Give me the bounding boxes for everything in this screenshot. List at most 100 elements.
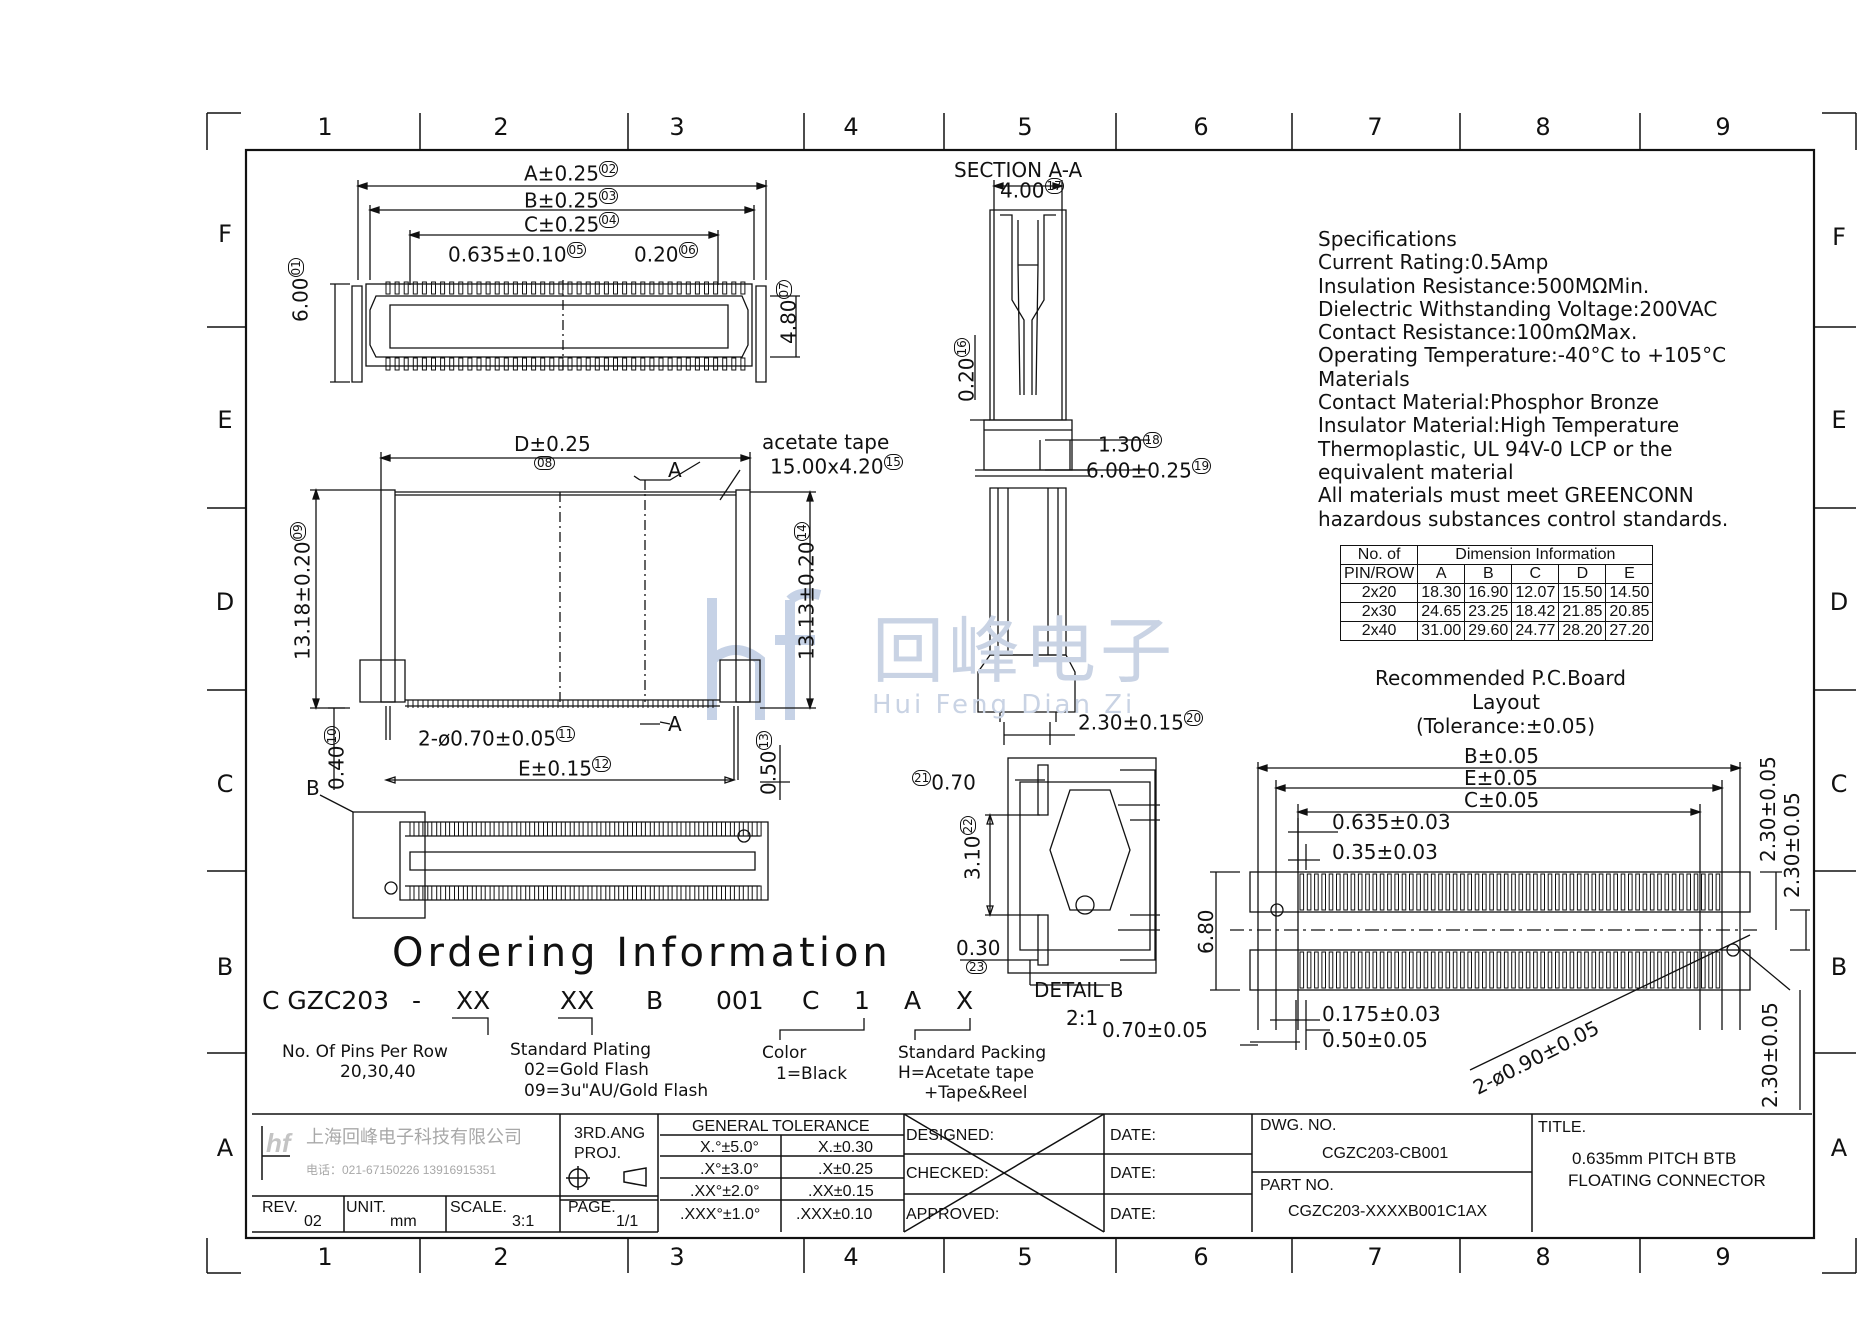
top-pin — [694, 357, 700, 371]
color-value: 1=Black — [776, 1064, 848, 1084]
grid-col-4-bottom: 4 — [843, 1243, 859, 1271]
iso-pin — [756, 821, 762, 837]
top-pin — [394, 281, 400, 295]
iso-pin — [587, 885, 593, 901]
iso-pin — [551, 885, 557, 901]
iso-pin — [462, 821, 468, 837]
top-pin — [440, 357, 446, 371]
pcb-pad — [1365, 951, 1370, 989]
pcb-pad — [1409, 951, 1414, 989]
pcb-pad — [1416, 951, 1421, 989]
dim-tail: 0.5013 — [756, 731, 781, 795]
iso-pin — [507, 885, 513, 901]
pcb-pad — [1467, 873, 1473, 911]
pcb-pad — [1657, 951, 1662, 989]
grid-col-9: 9 — [1715, 113, 1731, 141]
top-pin — [485, 357, 491, 371]
top-pin — [385, 357, 391, 371]
iso-pin — [694, 885, 700, 901]
table-cell: 29.60 — [1464, 621, 1513, 641]
designed-label: DESIGNED: — [906, 1127, 995, 1144]
top-pin — [722, 281, 728, 295]
approved-label: APPROVED: — [906, 1206, 1000, 1223]
table-cell: 16.90 — [1464, 583, 1513, 603]
pcb-pad — [1372, 951, 1378, 989]
table-header-info: Dimension Information — [1417, 545, 1654, 565]
top-pin — [585, 281, 591, 295]
grid-col-7: 7 — [1367, 113, 1383, 141]
pcb-pad — [1379, 873, 1385, 911]
grid-row-e: E — [217, 406, 233, 434]
part-no: CGZC203-XXXXB001C1AX — [1288, 1203, 1488, 1220]
top-pin — [512, 281, 518, 295]
tol-angle-2: .XX°±2.0° — [690, 1183, 760, 1200]
pcb-pad — [1474, 951, 1480, 989]
table-cell: 23.25 — [1464, 602, 1513, 622]
iso-pin — [605, 821, 611, 837]
tol-angle-1: .X°±3.0° — [700, 1161, 759, 1178]
pcb-pad — [1686, 873, 1692, 911]
pcb-pad — [1664, 873, 1670, 911]
pcb-pad — [1606, 951, 1611, 989]
table-cell: 27.20 — [1605, 621, 1654, 641]
grid-col-3-bottom: 3 — [669, 1243, 685, 1271]
grid-row-b-right: B — [1830, 953, 1848, 981]
iso-pin — [632, 821, 637, 837]
top-pin — [649, 357, 655, 371]
pcb-pad — [1576, 951, 1582, 989]
pcb-pad — [1555, 951, 1560, 989]
pcb-pad — [1642, 951, 1648, 989]
pcb-pad — [1409, 873, 1414, 911]
pcb-pad — [1328, 951, 1334, 989]
top-pin — [658, 357, 664, 371]
iso-pin — [454, 885, 459, 901]
section-view — [970, 180, 1150, 745]
iso-pin — [676, 885, 682, 901]
spec-line: Dielectric Withstanding Voltage:200VAC — [1318, 296, 1718, 321]
pcb-pad — [1635, 951, 1640, 989]
top-pin — [549, 357, 555, 371]
grid-col-6: 6 — [1193, 113, 1209, 141]
pcb-right-1: 2.30±0.05 — [1756, 756, 1780, 862]
sheet-frame — [206, 112, 1857, 1274]
pcb-pad — [1496, 951, 1502, 989]
order-code-pins: XX — [456, 986, 491, 1015]
top-pin — [476, 357, 482, 371]
dim-standoff: 0.4010 — [324, 726, 349, 790]
pcb-height: 6.80 — [1194, 909, 1218, 954]
top-pin — [449, 281, 455, 295]
pcb-pad — [1306, 873, 1312, 911]
pcb-pad — [1460, 951, 1465, 989]
packing-1: H=Acetate tape — [898, 1063, 1035, 1083]
top-pin — [558, 357, 564, 371]
top-pin — [667, 281, 673, 295]
dim-d-balloon: 08 — [534, 456, 556, 470]
top-pin — [421, 281, 427, 295]
pcb-pad — [1314, 951, 1319, 989]
projection-label: PROJ. — [574, 1145, 622, 1162]
pcb-pad — [1584, 873, 1589, 911]
iso-pin — [605, 885, 611, 901]
grid-row-f-right: F — [1832, 223, 1846, 251]
pcb-pad — [1438, 873, 1443, 911]
tol-linear-3: .XXX±0.10 — [796, 1206, 873, 1223]
iso-pin — [658, 821, 664, 837]
top-pin — [403, 357, 409, 371]
pcb-pad — [1649, 873, 1655, 911]
tolerance-header: GENERAL TOLERANCE — [692, 1118, 870, 1135]
grid-col-4: 4 — [843, 113, 859, 141]
iso-pin — [614, 885, 620, 901]
title-label: TITLE. — [1538, 1119, 1587, 1136]
top-pin — [412, 281, 418, 295]
top-pin — [613, 357, 618, 371]
iso-pin — [667, 885, 673, 901]
iso-pin — [703, 821, 709, 837]
iso-pin — [640, 821, 646, 837]
pcb-pad — [1533, 873, 1538, 911]
pcb-pad — [1474, 873, 1480, 911]
table-cell: 20.85 — [1605, 602, 1654, 622]
order-code-a: A — [904, 986, 922, 1015]
